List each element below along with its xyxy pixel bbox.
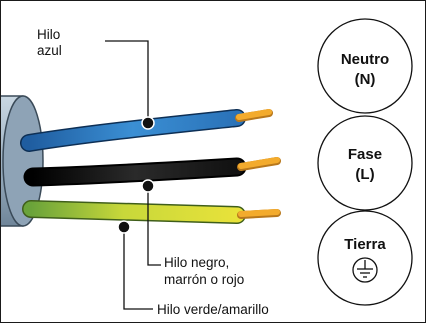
terminal-tierra-name: Tierra [344,236,386,253]
terminal-fase-symbol: (L) [355,166,374,183]
blue-wire-label-line2: azul [37,43,62,58]
cable-sheath [1,95,44,227]
terminal-neutro-name: Neutro [341,51,389,68]
leader-lines [105,40,161,310]
blue-wire-label-line1: Hilo [37,27,60,42]
terminal-fase-name: Fase [348,146,382,163]
black-wire-label-line1: Hilo negro, [164,255,229,270]
terminal-neutro: Neutro (N) [317,18,413,114]
green-yellow-wire-label: Hilo verde/amarillo [157,302,269,317]
terminal-tierra: Tierra [317,210,413,306]
green-yellow-wire-marker [117,220,131,234]
black-wire-leader [147,187,161,266]
blue-wire-leader [105,40,149,121]
black-wire-marker [141,179,155,193]
green-yellow-wire-leader [123,229,153,310]
green-yellow-wire [22,200,281,224]
blue-wire-marker [141,116,155,130]
terminal-fase: Fase (L) [317,115,413,211]
blue-wire [20,109,273,152]
earth-ground-icon [352,257,378,283]
black-wire-label-line2: marrón o rojo [164,272,244,287]
black-wire [23,157,281,187]
terminal-neutro-symbol: (N) [355,71,376,88]
